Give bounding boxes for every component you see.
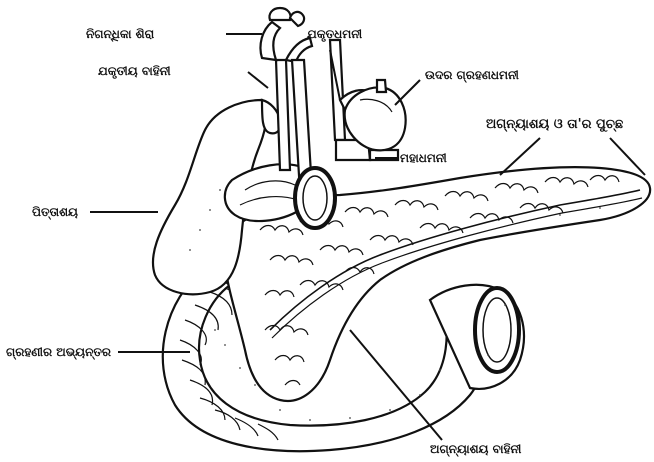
label-portal-vein: ଯକୃତଧମନୀ <box>307 27 362 41</box>
label-hepatic-duct: ଯକୃତୀୟ ବାହିନୀ <box>98 64 171 78</box>
label-hepatic-vein: ନିଗନ୍ଧିକା ଶିରା <box>86 27 154 41</box>
label-pancreatic-duct: ଅଗ୍ନ୍ୟାଶୟ ବାହିନୀ <box>430 442 521 456</box>
label-pancreas-and-tail: ଅଗ୍ନ୍ୟାଶୟ ଓ ତା'ର ପୁଚ୍ଛ <box>486 118 623 132</box>
bile-ducts <box>260 8 312 192</box>
label-aorta: ମହାଧମନୀ <box>400 151 447 165</box>
label-gall-bladder: ପିତ୍ତାଶୟ <box>32 205 78 219</box>
label-duodenum: ଗ୍ରହଣୀର ଅଭ୍ୟନ୍ତର <box>6 345 111 359</box>
label-gastric-artery: ଉଦର ଗ୍ରହଣଧମନୀ <box>425 68 519 82</box>
